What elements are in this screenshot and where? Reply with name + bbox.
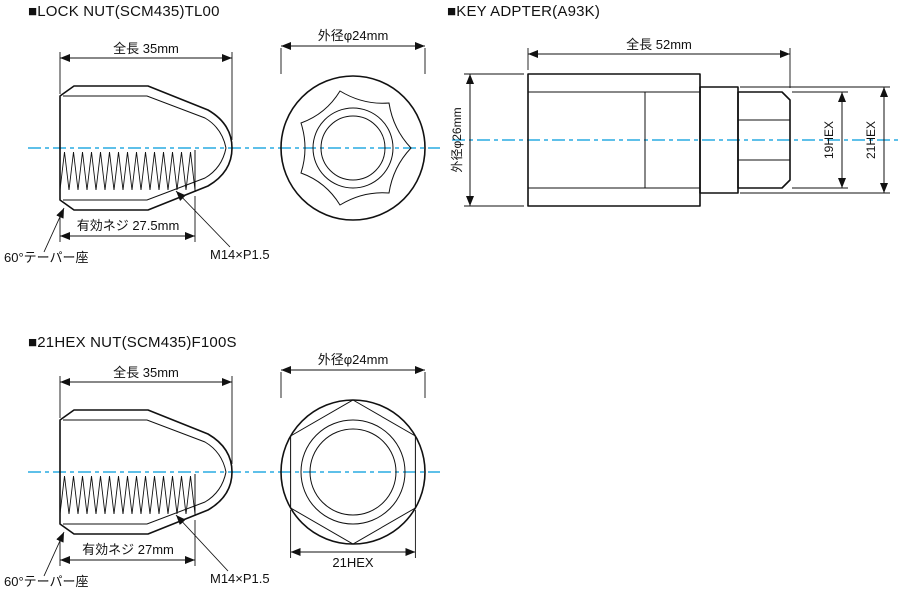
lock-nut-taper-seat-callout: 60°テーパー座 — [4, 207, 89, 265]
lock-nut-bore-circle — [320, 115, 386, 181]
key-adapter-side-view — [527, 73, 791, 207]
key-adapter-hex-large-label: 21HEX — [864, 121, 878, 159]
lock-nut-thread-length-label: 有効ネジ 27.5mm — [77, 218, 180, 233]
lock-nut-section: ■LOCK NUT(SCM435)TL00 全長 35mm 有効ネジ 27.5m… — [4, 3, 440, 265]
lock-nut-title: ■LOCK NUT(SCM435)TL00 — [28, 3, 220, 20]
hex-nut-thread-length-dimension: 有効ネジ 27mm — [59, 520, 196, 566]
lock-nut-outer-circle — [280, 75, 426, 221]
key-adapter-section: ■KEY ADPTER(A93K) 全長 52mm 外径φ26mm — [447, 3, 898, 207]
hex-nut-hex-size-dimension: 21HEX — [290, 510, 416, 570]
key-adapter-outer-diameter-dimension: 外径φ26mm — [450, 73, 524, 207]
key-adapter-outer-diameter-label: 外径φ26mm — [450, 107, 464, 172]
lock-nut-thread-length-dimension: 有効ネジ 27.5mm — [59, 196, 196, 242]
lock-nut-spline-pattern — [300, 90, 412, 206]
lock-nut-thread-spec-callout: M14×P1.5 — [175, 190, 270, 262]
hex-nut-thread-spec-callout: M14×P1.5 — [175, 514, 270, 586]
hex-nut-title: ■21HEX NUT(SCM435)F100S — [28, 334, 237, 351]
key-adapter-total-length-label: 全長 52mm — [626, 37, 692, 52]
key-adapter-hex-large-dimension: 21HEX — [740, 86, 890, 194]
lock-nut-total-length-label: 全長 35mm — [113, 41, 179, 56]
hex-nut-section: ■21HEX NUT(SCM435)F100S 全長 35mm 有効ネジ 27m… — [4, 334, 440, 589]
key-adapter-hex-small-dimension: 19HEX — [792, 91, 848, 189]
key-adapter-hex-small-label: 19HEX — [822, 121, 836, 159]
key-adapter-total-length-dimension: 全長 52mm — [527, 37, 791, 88]
hex-nut-total-length-label: 全長 35mm — [113, 365, 179, 380]
adapter-end-shaft — [737, 91, 791, 189]
lock-nut-outer-diameter-dimension: 外径φ24mm — [280, 28, 426, 74]
lock-nut-front-view — [280, 75, 426, 221]
hex-nut-taper-seat-callout: 60°テーパー座 — [4, 531, 89, 589]
hex-nut-thread-length-label: 有効ネジ 27mm — [82, 542, 174, 557]
lock-nut-outer-diameter-label: 外径φ24mm — [318, 28, 389, 43]
hex-nut-hexagon — [290, 399, 416, 545]
lock-nut-taper-seat-label: 60°テーパー座 — [4, 250, 89, 265]
hex-nut-bore-circle — [309, 428, 397, 516]
hex-nut-hex-size-label: 21HEX — [332, 555, 374, 570]
lock-nut-thread-spec-label: M14×P1.5 — [210, 247, 270, 262]
hex-nut-chamfer-circle — [300, 419, 406, 525]
lock-nut-inner-circle — [312, 107, 394, 189]
hex-nut-front-view — [280, 399, 426, 545]
hex-nut-outer-diameter-label: 外径φ24mm — [318, 352, 389, 367]
hex-nut-outer-diameter-dimension: 外径φ24mm — [280, 352, 426, 398]
hex-nut-total-length-dimension: 全長 35mm — [59, 365, 233, 464]
key-adapter-title: ■KEY ADPTER(A93K) — [447, 3, 600, 20]
hex-nut-taper-seat-label: 60°テーパー座 — [4, 574, 89, 589]
lock-nut-total-length-dimension: 全長 35mm — [59, 41, 233, 140]
hex-nut-thread-spec-label: M14×P1.5 — [210, 571, 270, 586]
